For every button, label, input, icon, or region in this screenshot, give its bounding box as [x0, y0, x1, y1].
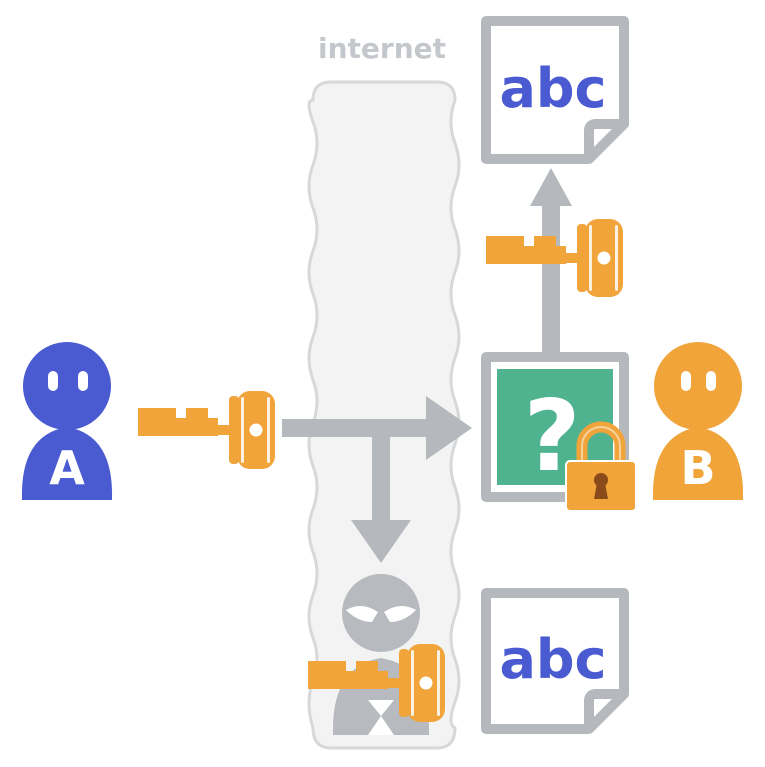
transmission-arrow — [282, 396, 472, 460]
internet-region: internet — [307, 32, 461, 750]
public-key-icon — [138, 391, 275, 469]
plaintext-document-bottom: abc — [481, 588, 629, 734]
person-a-icon: A — [21, 342, 113, 500]
internet-label: internet — [318, 32, 446, 65]
person-b-label: B — [680, 441, 715, 495]
plaintext-document-top: abc — [481, 16, 629, 164]
person-a-label: A — [49, 441, 85, 495]
plaintext-top-text: abc — [499, 57, 606, 120]
lock-icon — [565, 421, 637, 512]
person-b-icon: B — [652, 342, 744, 500]
intercept-arrow — [351, 433, 411, 563]
plaintext-bottom-text: abc — [499, 628, 606, 691]
